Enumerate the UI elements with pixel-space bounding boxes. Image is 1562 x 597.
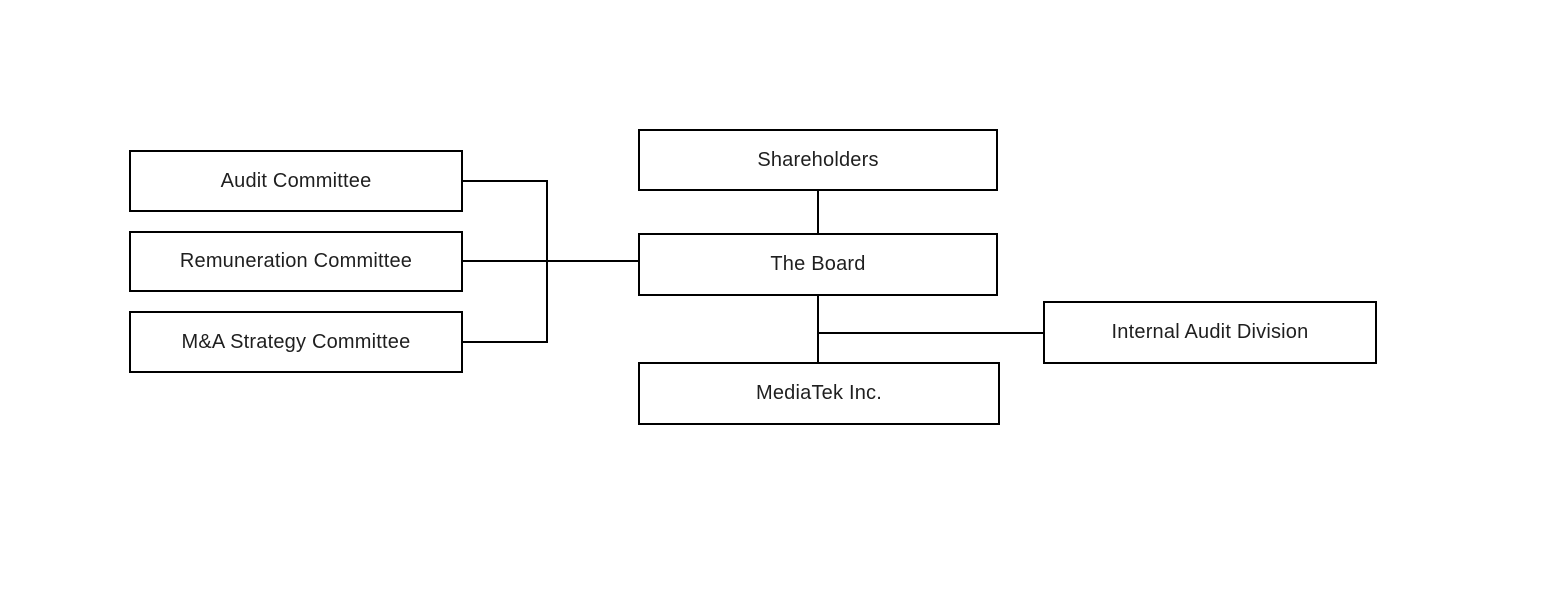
edge-committee-trunk-vertical: [546, 180, 548, 343]
node-audit-committee: Audit Committee: [129, 150, 463, 212]
node-ma-strategy-committee: M&A Strategy Committee: [129, 311, 463, 373]
node-shareholders-label: Shareholders: [757, 148, 879, 171]
node-shareholders: Shareholders: [638, 129, 998, 191]
node-the-board-label: The Board: [770, 253, 866, 275]
edge-audit-committee-to-trunk: [462, 180, 548, 182]
node-mediatek-inc: MediaTek Inc.: [638, 362, 1000, 425]
node-internal-audit-division-label: Internal Audit Division: [1111, 321, 1309, 343]
edge-board-to-internal-audit-division: [818, 332, 1044, 334]
node-audit-committee-label: Audit Committee: [220, 169, 372, 192]
node-mediatek-inc-label: MediaTek Inc.: [756, 382, 882, 404]
node-ma-strategy-committee-label: M&A Strategy Committee: [181, 330, 411, 353]
edge-ma-strategy-committee-to-trunk: [462, 341, 548, 343]
edge-board-to-mediatek: [817, 295, 819, 363]
node-the-board: The Board: [638, 233, 998, 296]
node-internal-audit-division: Internal Audit Division: [1043, 301, 1377, 364]
edge-shareholders-to-board: [817, 190, 819, 234]
node-remuneration-committee-label: Remuneration Committee: [179, 250, 413, 272]
node-remuneration-committee: Remuneration Committee: [129, 231, 463, 292]
edge-remuneration-committee-to-board: [462, 260, 639, 262]
